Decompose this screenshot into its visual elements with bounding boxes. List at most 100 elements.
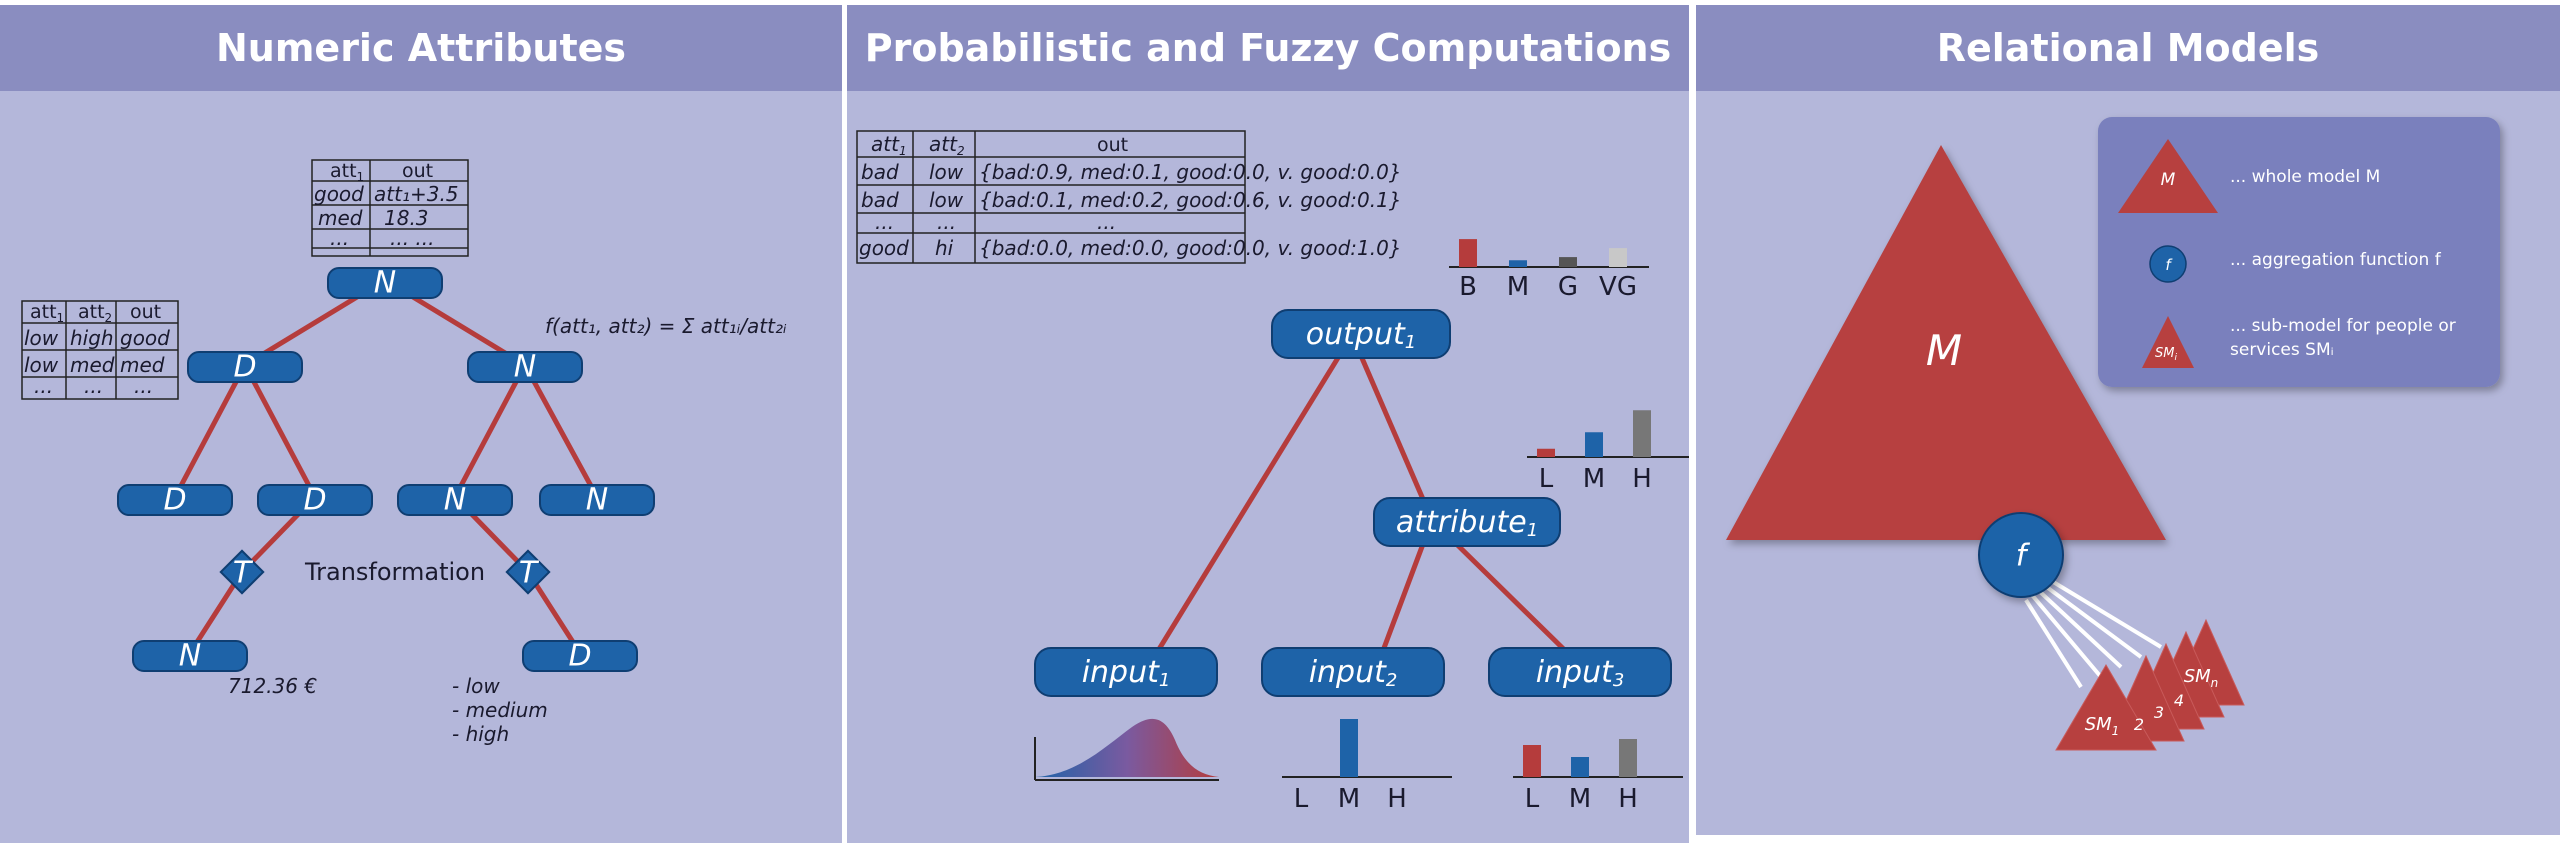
whole-model-triangle: M bbox=[1726, 145, 2166, 540]
legend-item: SMi ... sub-model for people or services… bbox=[2142, 316, 2461, 368]
svg-text:T: T bbox=[519, 556, 540, 591]
svg-text:D: D bbox=[303, 483, 326, 518]
table-left-cell: med bbox=[70, 353, 115, 377]
svg-text:output1: output1 bbox=[1306, 317, 1416, 353]
svg-text:D: D bbox=[163, 483, 186, 518]
table-left-cell: low bbox=[24, 326, 59, 350]
fuzzy-table-header: att1 bbox=[871, 132, 907, 158]
legend-circle-icon bbox=[2149, 245, 2187, 283]
chart-tick-label: VG bbox=[1599, 272, 1637, 302]
sub-model-stack: SMn 4 3 2 SM1 bbox=[2055, 618, 2245, 751]
tree-node: D bbox=[257, 483, 373, 518]
fuzzy-table-cell: {bad:0.9, med:0.1, good:0.0, v. good:0.0… bbox=[979, 160, 1402, 184]
table-left-cell: med bbox=[120, 353, 165, 377]
table-top-cell: 18.3 bbox=[384, 206, 429, 230]
table-left-cell: low bbox=[24, 353, 59, 377]
table-top-cell: good bbox=[314, 182, 364, 206]
legend-text: ... sub-model for people or services SMᵢ bbox=[2230, 316, 2461, 360]
sub-model-label: SM1 bbox=[2085, 714, 2120, 738]
chart-tick-label: M bbox=[1338, 784, 1360, 814]
fuzzy-table-header: out bbox=[1097, 134, 1128, 156]
relational-model-diagram: M SMn 4 3 2 SM1 f bbox=[1726, 117, 2500, 751]
chart-bar bbox=[1619, 739, 1637, 777]
panel-title: Relational Models bbox=[1696, 5, 2560, 91]
transformation-label: Transformation bbox=[304, 558, 485, 586]
chart-bar bbox=[1585, 432, 1603, 457]
chart-tick-label: M bbox=[1507, 272, 1529, 302]
svg-text:N: N bbox=[444, 483, 466, 518]
table-left-cell: high bbox=[70, 326, 114, 350]
input-node: input1 bbox=[1034, 647, 1218, 697]
svg-text:SMi: SMi bbox=[2155, 346, 2177, 363]
tree-edges bbox=[172, 277, 600, 655]
tree-node: D bbox=[187, 350, 303, 385]
fuzzy-table-cell: bad bbox=[861, 160, 899, 184]
chart-tick-label: B bbox=[1459, 272, 1477, 302]
svg-text:D: D bbox=[233, 350, 256, 385]
table-left: att1 att2 out low high good low med med … bbox=[21, 300, 179, 400]
fuzzy-table-cell: hi bbox=[935, 236, 954, 260]
tree-node: N bbox=[467, 350, 583, 385]
table-top-header-out: out bbox=[402, 160, 433, 182]
table-top-header-att: att1 bbox=[330, 160, 364, 184]
panel-divider bbox=[842, 0, 847, 847]
svg-text:N: N bbox=[514, 350, 536, 385]
chart-bar bbox=[1633, 410, 1651, 457]
panel-title: Numeric Attributes bbox=[0, 5, 842, 91]
fuzzy-table-cell: {bad:0.1, med:0.2, good:0.6, v. good:0.1… bbox=[979, 188, 1402, 212]
chart-tick-label: L bbox=[1525, 784, 1540, 814]
input-node: input2 bbox=[1261, 647, 1445, 697]
output-node: output1 bbox=[1271, 309, 1451, 359]
chart-tick-label: L bbox=[1294, 784, 1309, 814]
fuzzy-table-cell: ... bbox=[937, 210, 956, 234]
chart-bar bbox=[1537, 448, 1555, 457]
chart-tick-label: H bbox=[1632, 464, 1652, 494]
panel-divider bbox=[1689, 0, 1696, 847]
formula: f(att₁, att₂) = Σ att₁ᵢ/att₂ᵢ bbox=[545, 314, 787, 338]
legend: M ... whole model M f ... aggregation fu… bbox=[2098, 117, 2500, 387]
transformation-node: T bbox=[219, 549, 265, 595]
table-left-cell: ... bbox=[34, 374, 53, 398]
chart-bar bbox=[1559, 257, 1577, 267]
table-left-header: att2 bbox=[78, 301, 112, 325]
chart-tick-label: M bbox=[1583, 464, 1605, 494]
svg-text:input3: input3 bbox=[1536, 655, 1625, 691]
tree-node: D bbox=[117, 483, 233, 518]
legend-item: M ... whole model M bbox=[2118, 139, 2380, 213]
whole-model-label: M bbox=[1926, 326, 1962, 375]
chart-bar bbox=[1571, 757, 1589, 777]
legend-text: ... aggregation function f bbox=[2230, 250, 2442, 270]
chart-tick-label: H bbox=[1618, 784, 1638, 814]
table-left-cell: good bbox=[120, 326, 170, 350]
fuzzy-table-cell: low bbox=[929, 160, 964, 184]
tree-node: N bbox=[327, 266, 443, 301]
sub-model-label: 4 bbox=[2174, 691, 2184, 710]
table-left-cell: ... bbox=[84, 374, 103, 398]
list-item: - low bbox=[452, 674, 500, 698]
tree-node: N bbox=[132, 639, 248, 674]
chart-tick-label: H bbox=[1387, 784, 1407, 814]
fuzzy-table-cell: low bbox=[929, 188, 964, 212]
list-item: - medium bbox=[452, 698, 548, 722]
fuzzy-table: att1 att2 out bad low {bad:0.9, med:0.1,… bbox=[856, 130, 1402, 264]
relational-models-panel: Relational Models M SMn 4 bbox=[1696, 5, 2560, 835]
table-top-cell: med bbox=[318, 206, 363, 230]
svg-text:input2: input2 bbox=[1309, 655, 1398, 691]
chart-bar bbox=[1609, 248, 1627, 267]
fuzzy-table-cell: good bbox=[859, 236, 909, 260]
input-node: input3 bbox=[1488, 647, 1672, 697]
chart-bar bbox=[1340, 719, 1358, 777]
fuzzy-network-diagram: att1 att2 out bad low {bad:0.9, med:0.1,… bbox=[856, 130, 1689, 814]
aggregation-links bbox=[2024, 578, 2163, 689]
fuzzy-table-header: att2 bbox=[929, 132, 965, 158]
table-top-cell: att₁+3.5 bbox=[374, 182, 459, 206]
sub-model-label: SMn bbox=[2184, 666, 2219, 690]
chart-bar bbox=[1459, 239, 1477, 267]
legend-submodel-icon bbox=[2142, 316, 2194, 368]
numeric-attributes-panel: Numeric Attributes att1 out good at bbox=[0, 5, 842, 843]
chart-tick-label: M bbox=[1569, 784, 1591, 814]
table-top-cell: ... bbox=[330, 226, 349, 250]
